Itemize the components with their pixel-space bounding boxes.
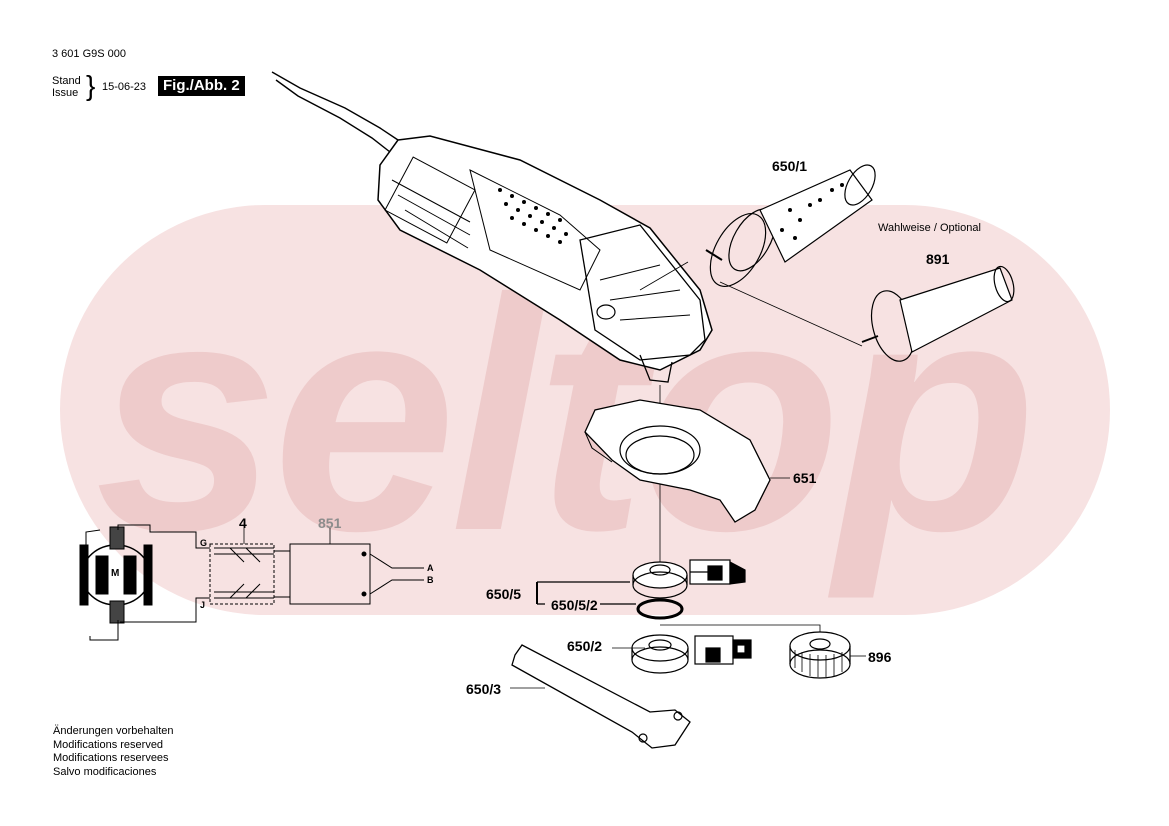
- issue-date: 15-06-23: [102, 81, 147, 93]
- wiring-diagram: [79, 524, 424, 641]
- motor-label: M: [111, 568, 120, 579]
- stand-issue-labels: Stand Issue: [52, 75, 81, 99]
- part-label-4: 4: [239, 515, 247, 531]
- flange-detail-icon-upper: [689, 559, 746, 585]
- part-label-891: 891: [926, 251, 950, 267]
- part-label-650-1: 650/1: [772, 158, 808, 174]
- part-label-851: 851: [318, 515, 342, 531]
- stand-label: Stand: [52, 75, 81, 87]
- quick-clamping-nut-896: [789, 631, 851, 679]
- terminal-j-label: J: [200, 600, 206, 610]
- part-number: 3 601 G9S 000: [52, 48, 127, 60]
- footer-notes: Änderungen vorbehalten Modifications res…: [53, 725, 173, 779]
- issue-label: Issue: [52, 87, 79, 99]
- auxiliary-handle-891: [861, 265, 1015, 362]
- flange-detail-icon-lower: [694, 635, 752, 665]
- optional-note: Wahlweise / Optional: [878, 222, 981, 234]
- brace-symbol: }: [86, 70, 96, 101]
- footer-line: Modifications reserved: [53, 738, 164, 751]
- part-label-650-2: 650/2: [567, 638, 603, 654]
- terminal-g-label: G: [200, 538, 208, 548]
- angle-grinder-body: [377, 135, 713, 383]
- part-label-651: 651: [793, 470, 817, 486]
- pin-spanner-650-3: [511, 644, 691, 749]
- footer-line: Modifications reservees: [53, 752, 169, 764]
- wheel-guard-651: [584, 399, 771, 523]
- power-cord: [271, 71, 399, 141]
- figure-label: Fig./Abb. 2: [158, 76, 245, 96]
- footer-line: Änderungen vorbehalten: [53, 725, 174, 737]
- footer-line: Salvo modificaciones: [53, 765, 157, 778]
- terminal-b-label: B: [427, 575, 434, 585]
- part-label-650-5-2: 650/5/2: [551, 597, 598, 613]
- mounting-flange-650-5: [632, 561, 688, 599]
- part-label-650-5: 650/5: [486, 586, 522, 602]
- part-label-650-3: 650/3: [466, 681, 502, 697]
- part-label-896: 896: [868, 649, 892, 665]
- auxiliary-handle-650-1: [705, 164, 876, 287]
- clamping-nut-650-2: [631, 634, 689, 674]
- o-ring-650-5-2: [636, 598, 684, 620]
- terminal-a-label: A: [427, 563, 434, 573]
